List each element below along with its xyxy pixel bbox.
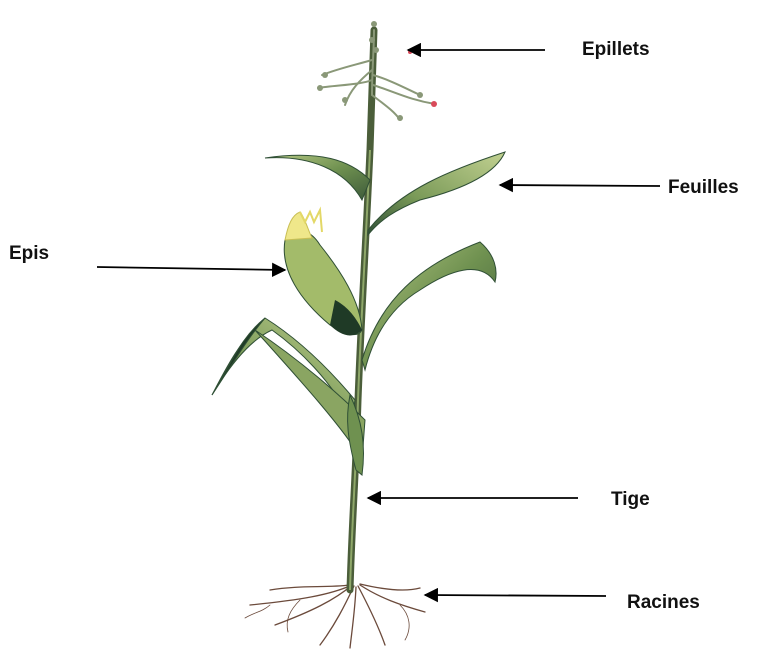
arrow-feuilles [500,185,660,186]
label-epis: Epis [9,244,49,263]
arrow-racines [425,595,606,596]
arrow-epis [97,267,285,270]
label-racines: Racines [627,593,700,612]
roots-illustration [245,584,425,648]
ear-illustration [284,210,362,335]
label-feuilles: Feuilles [668,178,739,197]
label-epillets: Epillets [582,40,650,59]
label-tige: Tige [611,490,650,509]
